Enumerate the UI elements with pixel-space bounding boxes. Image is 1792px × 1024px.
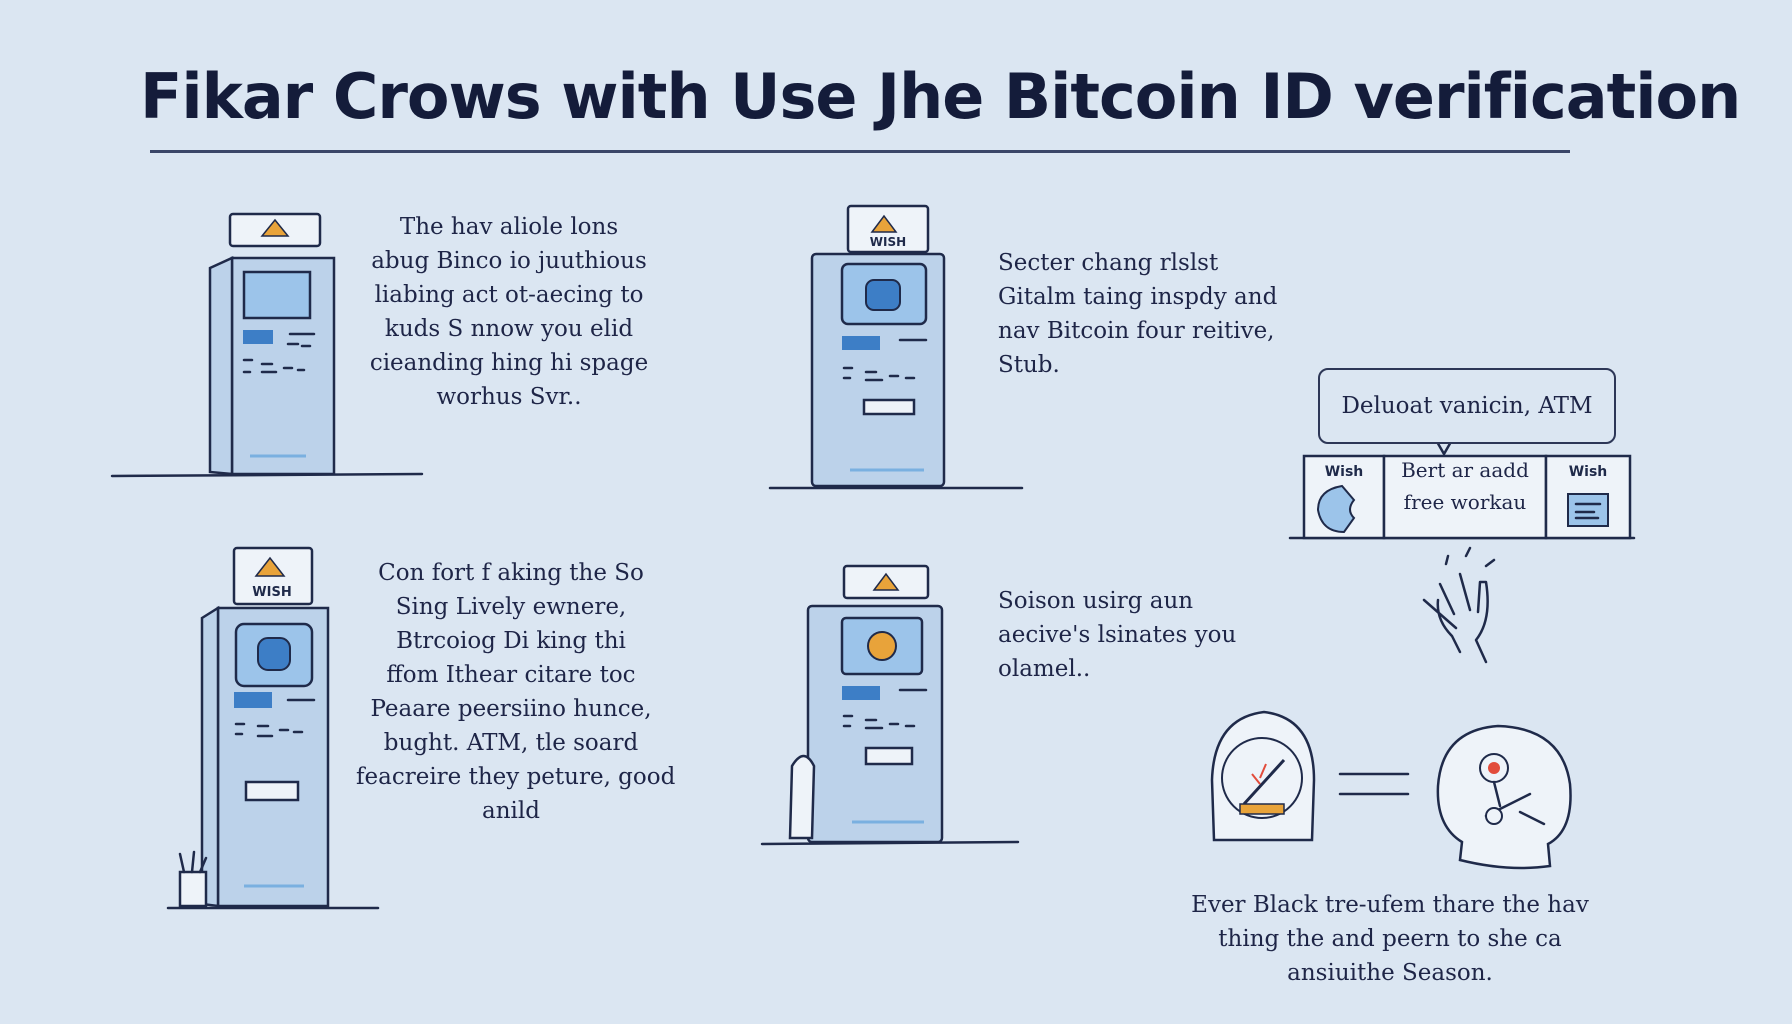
- note-panel-4: Soison usirg aun aecive's lsinates you o…: [998, 584, 1258, 686]
- card-tag-right: Wish: [1569, 464, 1608, 480]
- bottom-caption: Ever Black tre-ufem thare the hav thing …: [1170, 888, 1610, 990]
- note-line: worhus Svr..: [436, 384, 582, 410]
- caption-line: thing the and peern to she ca: [1218, 926, 1562, 952]
- page-title: Fikar Crows with Use Jhe Bitcoin ID veri…: [140, 60, 1741, 133]
- atm-machine-3: WISH: [166, 546, 380, 910]
- note-line: feacreire they peture, good: [356, 764, 676, 790]
- note-line: ffom Ithear citare toc: [386, 662, 636, 688]
- note-line: olamel..: [998, 656, 1091, 682]
- head-profile-icon: [1316, 484, 1356, 534]
- warning-sign-icon: [254, 556, 286, 577]
- wallet-app-icon: [257, 637, 291, 671]
- note-line: aecive's lsinates you: [998, 622, 1237, 648]
- note-line: bught. ATM, tle soard: [383, 730, 639, 756]
- warning-sign-icon: [260, 218, 290, 237]
- hand-wave-icon: [1422, 546, 1496, 664]
- note-panel-1: The hav aliole lons abug Binco io juuthi…: [364, 210, 654, 414]
- face-verification: [1210, 710, 1572, 870]
- atm-machine-2: WISH: [768, 204, 1024, 490]
- speech-bubble: Deluoat vanicin, ATM: [1318, 368, 1616, 444]
- note-panel-3: Con fort f aking the So Sing Lively ewne…: [356, 556, 676, 828]
- note-line: Btrcoiog Di king thi: [396, 628, 626, 654]
- wallet-app-icon: [865, 279, 901, 311]
- note-line: Soison usirg aun: [998, 588, 1194, 614]
- callout-card-text: Bert ar aadd free workau: [1386, 454, 1544, 518]
- face-scan-icon: [1436, 724, 1572, 870]
- bitcoin-coin-icon: [867, 631, 897, 661]
- note-line: nav Bitcoin four reitive,: [998, 318, 1275, 344]
- note-line: Secter chang rlslst: [998, 250, 1219, 276]
- note-line: The hav aliole lons: [399, 214, 619, 240]
- note-line: Peaare peersiino hunce,: [370, 696, 652, 722]
- atm-machine-4: [760, 564, 1020, 846]
- note-line: Sing Lively ewnere,: [395, 594, 627, 620]
- card-tag-left: Wish: [1325, 464, 1364, 480]
- note-line: kuds S nnow you elid: [384, 316, 634, 342]
- card-line: free workau: [1403, 490, 1527, 514]
- atm-machine-1: [110, 212, 424, 478]
- id-card-icon: [1567, 493, 1609, 527]
- card-line: Bert ar aadd: [1401, 458, 1529, 482]
- caption-line: ansiuithe Season.: [1287, 960, 1493, 986]
- warning-sign-icon: [872, 572, 900, 591]
- note-line: Stub.: [998, 352, 1060, 378]
- warning-sign-icon: [870, 214, 898, 233]
- note-line: cieanding hing hi spage: [369, 350, 649, 376]
- note-line: Gitalm taing inspdy and: [998, 284, 1278, 310]
- atm-sign-label: WISH: [870, 235, 906, 249]
- title-underline: [150, 150, 1570, 153]
- atm-sign-label: WISH: [252, 585, 291, 600]
- note-line: liabing act ot-aecing to: [374, 282, 644, 308]
- callout-scene: Wish Wish: [1288, 438, 1636, 540]
- note-panel-2: Secter chang rlslst Gitalm taing inspdy …: [998, 246, 1298, 382]
- note-line: anild: [482, 798, 540, 824]
- note-line: abug Binco io juuthious: [371, 248, 647, 274]
- note-line: Con fort f aking the So: [378, 560, 644, 586]
- caption-line: Ever Black tre-ufem thare the hav: [1191, 892, 1589, 918]
